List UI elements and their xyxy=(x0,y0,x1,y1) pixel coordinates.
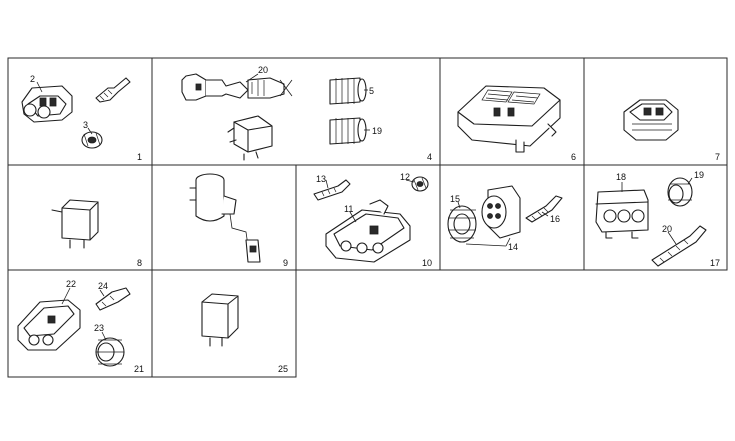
connector-housing-2 xyxy=(21,85,73,123)
callout-12: 12 xyxy=(400,172,410,182)
callout-3: 3 xyxy=(83,120,88,130)
callout-19-cell17: 19 xyxy=(694,170,704,180)
terminal-24 xyxy=(95,287,131,311)
relay-cube xyxy=(227,115,273,161)
connector-11 xyxy=(325,199,411,263)
seal-12 xyxy=(411,176,429,192)
relay-25 xyxy=(201,293,239,347)
cell-label-10: 10 xyxy=(422,258,432,268)
connector-7 xyxy=(623,99,679,141)
callout-16: 16 xyxy=(550,214,560,224)
cell-label-17: 17 xyxy=(710,258,720,268)
cell-label-14: 14 xyxy=(508,242,518,252)
seal-3 xyxy=(81,131,103,149)
leader-14 xyxy=(465,237,511,247)
callout-15: 15 xyxy=(450,194,460,204)
connector-22 xyxy=(17,299,81,351)
cell-17 xyxy=(583,164,728,271)
callout-24: 24 xyxy=(98,281,108,291)
cell-label-8: 8 xyxy=(137,258,142,268)
connector-18 xyxy=(595,189,649,239)
callout-20: 20 xyxy=(258,65,268,75)
terminal-pin xyxy=(95,77,131,103)
cell-label-25: 25 xyxy=(278,364,288,374)
cell-label-1: 1 xyxy=(137,152,142,162)
relay-8 xyxy=(51,199,99,249)
terminal-16 xyxy=(525,195,563,223)
terminal-20 xyxy=(651,225,707,267)
callout-5: 5 xyxy=(369,86,374,96)
cell-label-7: 7 xyxy=(715,152,720,162)
cell-label-21: 21 xyxy=(134,364,144,374)
grommet-15 xyxy=(447,205,477,243)
cell-label-9: 9 xyxy=(283,258,288,268)
cell-label-4: 4 xyxy=(427,152,432,162)
seal-5 xyxy=(329,77,367,105)
callout-22: 22 xyxy=(66,279,76,289)
callout-23: 23 xyxy=(94,323,104,333)
callout-11: 11 xyxy=(344,204,353,214)
terminal-13 xyxy=(313,179,351,201)
solenoid-9 xyxy=(189,173,261,263)
leader-lines xyxy=(36,73,693,341)
control-module xyxy=(457,85,561,153)
callout-20-cell17: 20 xyxy=(662,224,672,234)
seal-19-cell17 xyxy=(667,177,693,207)
connector-14 xyxy=(481,185,521,239)
callout-19: 19 xyxy=(372,126,382,136)
cell-label-6: 6 xyxy=(571,152,576,162)
grommet-23 xyxy=(95,337,125,367)
callout-13: 13 xyxy=(316,174,326,184)
seal-19 xyxy=(329,117,367,145)
callout-2: 2 xyxy=(30,74,35,84)
wire-harness-20 xyxy=(181,73,293,101)
callout-18: 18 xyxy=(616,172,626,182)
